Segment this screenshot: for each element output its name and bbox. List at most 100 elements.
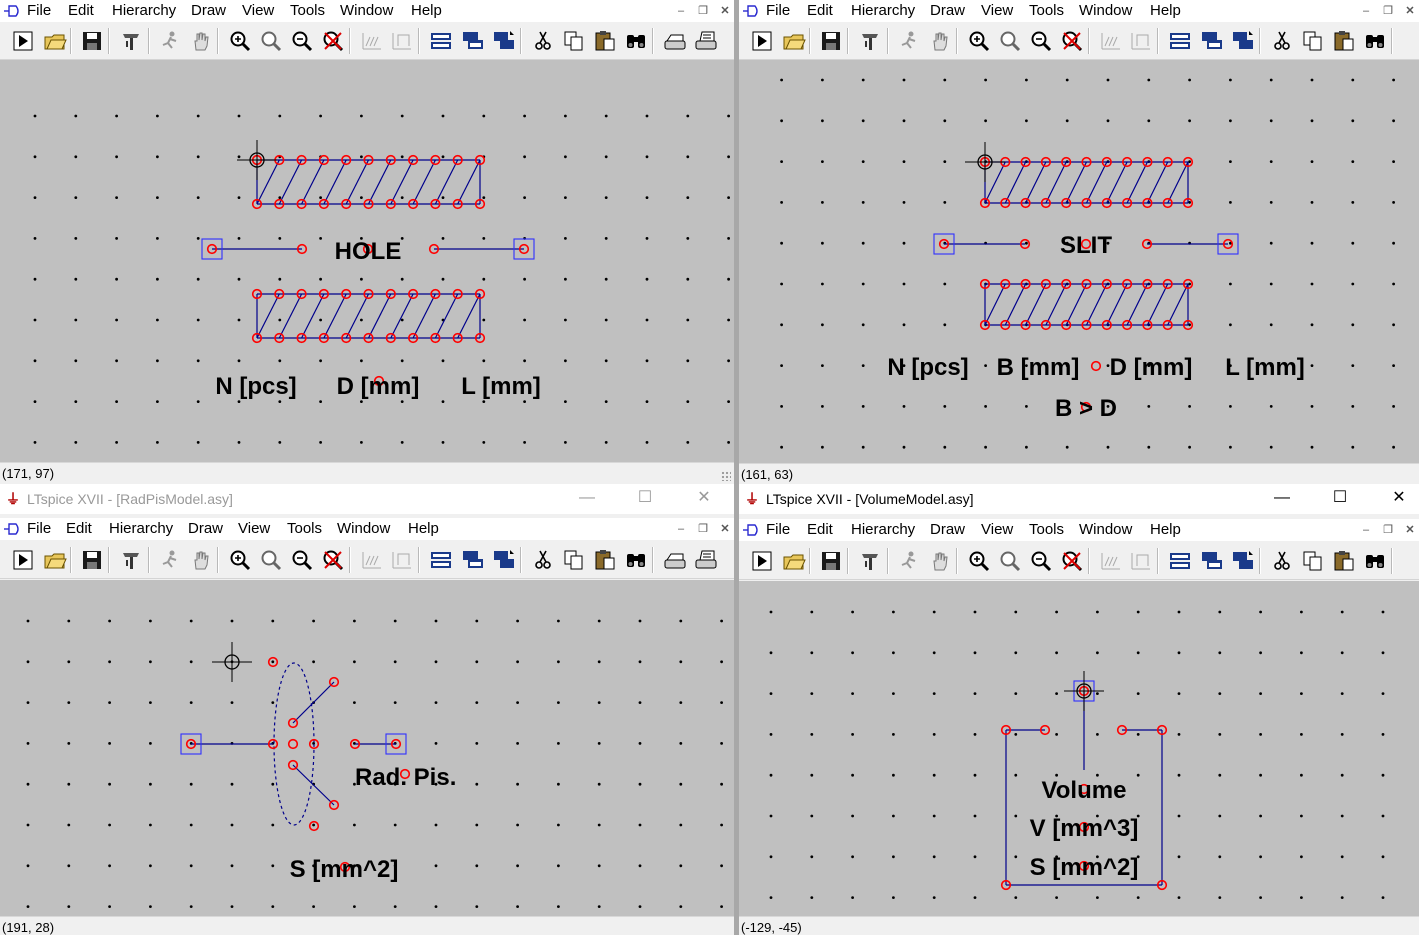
run-icon[interactable]: [11, 548, 35, 572]
tile-icon[interactable]: [360, 548, 384, 572]
title-bar[interactable]: ⏚ LTspice XVII - [VolumeModel.asy] — ☐ ✕: [739, 484, 1419, 514]
save-icon[interactable]: [819, 29, 843, 53]
cut-icon[interactable]: [531, 29, 555, 53]
move-window-icon[interactable]: [492, 29, 516, 53]
copy-icon[interactable]: [562, 29, 586, 53]
pan-icon[interactable]: [189, 29, 213, 53]
autorange-icon[interactable]: [321, 548, 345, 572]
menu-help[interactable]: Help: [408, 520, 439, 537]
find-icon[interactable]: [624, 548, 648, 572]
move-window-icon[interactable]: [1231, 29, 1255, 53]
menu-tools[interactable]: Tools: [1029, 521, 1065, 538]
menu-view[interactable]: View: [238, 520, 271, 537]
run-icon[interactable]: [11, 29, 35, 53]
zoom-in-icon[interactable]: [967, 29, 991, 53]
mdi-restore-button[interactable]: ❐: [698, 5, 708, 17]
halt-icon[interactable]: [897, 549, 921, 573]
tile-vertical-icon[interactable]: [1168, 549, 1192, 573]
tile-vertical-icon[interactable]: [429, 548, 453, 572]
maximize-button[interactable]: ☐: [1332, 489, 1348, 506]
autorange-icon[interactable]: [1060, 549, 1084, 573]
paste-icon[interactable]: [1332, 549, 1356, 573]
control-panel-icon[interactable]: [858, 29, 882, 53]
halt-icon[interactable]: [897, 29, 921, 53]
mdi-child-icon[interactable]: [4, 3, 22, 19]
resize-grip[interactable]: [721, 471, 731, 481]
paste-icon[interactable]: [593, 29, 617, 53]
menu-hierarchy[interactable]: Hierarchy: [851, 521, 916, 538]
run-icon[interactable]: [750, 29, 774, 53]
halt-icon[interactable]: [158, 29, 182, 53]
copy-icon[interactable]: [562, 548, 586, 572]
mdi-close-button[interactable]: ✕: [1405, 524, 1415, 536]
menu-view[interactable]: View: [981, 521, 1014, 538]
menu-edit[interactable]: Edit: [66, 520, 92, 537]
zoom-fit-icon[interactable]: [259, 548, 283, 572]
mdi-close-button[interactable]: ✕: [720, 5, 730, 17]
menu-tools[interactable]: Tools: [290, 2, 326, 19]
mdi-close-button[interactable]: ✕: [1405, 5, 1415, 17]
close-button[interactable]: ✕: [1392, 489, 1406, 506]
halt-icon[interactable]: [158, 548, 182, 572]
mdi-restore-button[interactable]: ❐: [698, 523, 708, 535]
zoom-fit-icon[interactable]: [998, 549, 1022, 573]
cascade-icon[interactable]: [1129, 29, 1153, 53]
copy-icon[interactable]: [1301, 549, 1325, 573]
tile-horizontal-icon[interactable]: [1200, 29, 1224, 53]
menu-edit[interactable]: Edit: [807, 521, 833, 538]
menu-file[interactable]: File: [766, 521, 791, 538]
menu-help[interactable]: Help: [1150, 521, 1181, 538]
menu-hierarchy[interactable]: Hierarchy: [851, 2, 916, 19]
mdi-minimize-button[interactable]: –: [1362, 524, 1370, 536]
mdi-child-icon[interactable]: [743, 522, 761, 538]
title-bar[interactable]: ⏚ LTspice XVII - [RadPisModel.asy] — ☐ ✕: [0, 484, 734, 514]
find-icon[interactable]: [1363, 29, 1387, 53]
paste-icon[interactable]: [1332, 29, 1356, 53]
close-button[interactable]: ✕: [697, 489, 711, 506]
print-icon[interactable]: [694, 548, 718, 572]
menu-hierarchy[interactable]: Hierarchy: [109, 520, 174, 537]
pan-icon[interactable]: [928, 549, 952, 573]
tile-horizontal-icon[interactable]: [461, 29, 485, 53]
save-icon[interactable]: [819, 549, 843, 573]
control-panel-icon[interactable]: [119, 548, 143, 572]
menu-help[interactable]: Help: [1150, 2, 1181, 19]
tile-vertical-icon[interactable]: [1168, 29, 1192, 53]
tile-icon[interactable]: [1099, 549, 1123, 573]
open-icon[interactable]: [43, 548, 67, 572]
cut-icon[interactable]: [1270, 549, 1294, 573]
tile-icon[interactable]: [360, 29, 384, 53]
menu-window[interactable]: Window: [1079, 521, 1133, 538]
menu-file[interactable]: File: [766, 2, 791, 19]
mdi-minimize-button[interactable]: –: [677, 5, 685, 17]
menu-edit[interactable]: Edit: [68, 2, 94, 19]
autorange-icon[interactable]: [321, 29, 345, 53]
menu-draw[interactable]: Draw: [188, 520, 224, 537]
zoom-in-icon[interactable]: [228, 29, 252, 53]
open-icon[interactable]: [782, 549, 806, 573]
tile-horizontal-icon[interactable]: [461, 548, 485, 572]
menu-window[interactable]: Window: [1079, 2, 1133, 19]
copy-icon[interactable]: [1301, 29, 1325, 53]
control-panel-icon[interactable]: [858, 549, 882, 573]
zoom-fit-icon[interactable]: [998, 29, 1022, 53]
mdi-minimize-button[interactable]: –: [677, 523, 685, 535]
schematic-canvas[interactable]: Rad. Pis.S [mm^2]: [0, 580, 734, 916]
control-panel-icon[interactable]: [119, 29, 143, 53]
mdi-minimize-button[interactable]: –: [1362, 5, 1370, 17]
zoom-fit-icon[interactable]: [259, 29, 283, 53]
menu-file[interactable]: File: [27, 2, 52, 19]
menu-draw[interactable]: Draw: [930, 521, 966, 538]
open-icon[interactable]: [43, 29, 67, 53]
mdi-restore-button[interactable]: ❐: [1383, 524, 1393, 536]
move-window-icon[interactable]: [1231, 549, 1255, 573]
run-icon[interactable]: [750, 549, 774, 573]
cascade-icon[interactable]: [390, 29, 414, 53]
pan-icon[interactable]: [189, 548, 213, 572]
menu-draw[interactable]: Draw: [930, 2, 966, 19]
menu-edit[interactable]: Edit: [807, 2, 833, 19]
tile-icon[interactable]: [1099, 29, 1123, 53]
tile-horizontal-icon[interactable]: [1200, 549, 1224, 573]
